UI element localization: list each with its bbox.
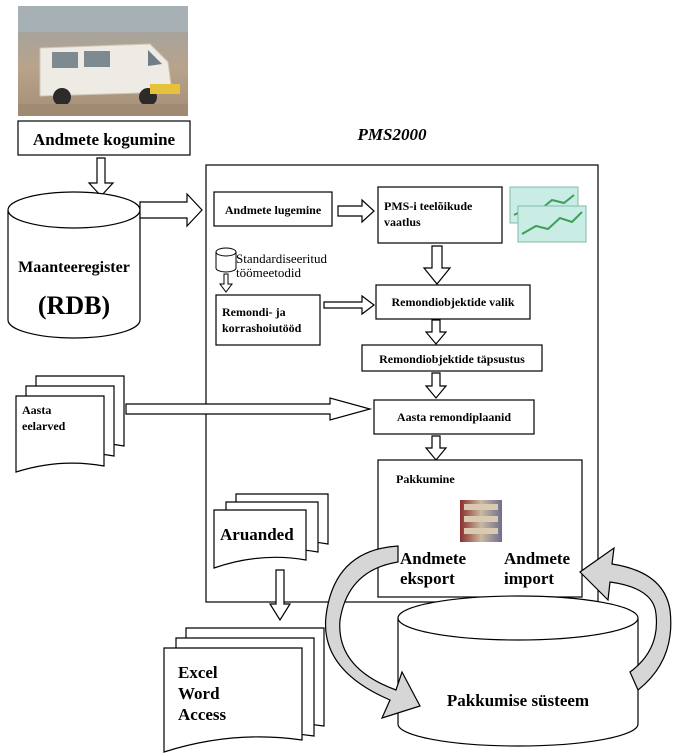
arrow-budget-to-plans [125, 397, 373, 421]
registry-name: Maanteeregister [18, 259, 130, 276]
import-loop-arrow [579, 546, 672, 691]
arrow-collection-to-registry [87, 157, 115, 197]
data-reading-box [213, 191, 333, 227]
annual-plans-box [373, 399, 535, 435]
repair-works-box [215, 294, 321, 346]
export-line1: Andmete [400, 549, 467, 568]
standard-methods-line2: töömeetodid [236, 265, 301, 280]
arrow-refinement-to-plans [424, 372, 448, 399]
import-line1: Andmete [504, 549, 571, 568]
office-excel: Excel [178, 663, 218, 682]
tender-system-database [397, 595, 639, 747]
reports-documents [213, 493, 329, 569]
standard-methods-line1: Standardiseeritud [236, 251, 327, 266]
tender-system-label: Pakkumise süsteem [447, 691, 589, 710]
road-section-view-box [377, 186, 503, 244]
data-collection-box [17, 120, 191, 156]
arrow-reports-to-office [268, 569, 292, 622]
chart-thumbnails-icon [509, 186, 587, 243]
repair-works-line2: korrashoiutööd [222, 321, 302, 335]
budget-line1: Aasta [22, 403, 51, 417]
arrow-methods-to-works [219, 273, 233, 293]
registry-abbr: (RDB) [38, 291, 110, 320]
books-icon [460, 500, 502, 542]
small-database-icon [215, 247, 237, 273]
repair-works-line1: Remondi- ja [222, 305, 286, 319]
road-section-view-line2: vaatlus [384, 215, 421, 229]
road-registry-database [7, 191, 141, 339]
export-line2: eksport [400, 569, 455, 588]
reports-label: Aruanded [220, 525, 294, 544]
object-selection-box [375, 284, 531, 320]
import-line2: import [504, 569, 554, 588]
survey-van-photo [18, 6, 188, 116]
object-selection-label: Remondiobjektide valik [391, 295, 514, 309]
arrow-view-to-selection [422, 245, 452, 285]
tender-title: Pakkumine [396, 472, 455, 486]
arrow-registry-to-reading [139, 192, 203, 228]
office-documents [163, 627, 325, 753]
arrow-selection-to-refinement [424, 319, 448, 345]
office-word: Word [178, 684, 220, 703]
object-refinement-box [361, 344, 543, 372]
budget-documents [15, 375, 125, 473]
pms-frame [205, 164, 599, 603]
arrow-works-to-selection [323, 294, 375, 316]
road-section-view-line1: PMS-i teelõikude [384, 199, 473, 213]
arrow-reading-to-view [337, 198, 375, 224]
system-title: PMS2000 [357, 125, 427, 144]
arrow-plans-to-tender [424, 435, 448, 461]
object-refinement-label: Remondiobjektide täpsustus [379, 352, 525, 366]
export-loop-arrow [324, 545, 421, 719]
office-access: Access [178, 705, 227, 724]
budget-line2: eelarved [22, 419, 66, 433]
data-reading-label: Andmete lugemine [225, 203, 322, 217]
annual-plans-label: Aasta remondiplaanid [397, 410, 511, 424]
data-collection-label: Andmete kogumine [33, 130, 176, 149]
